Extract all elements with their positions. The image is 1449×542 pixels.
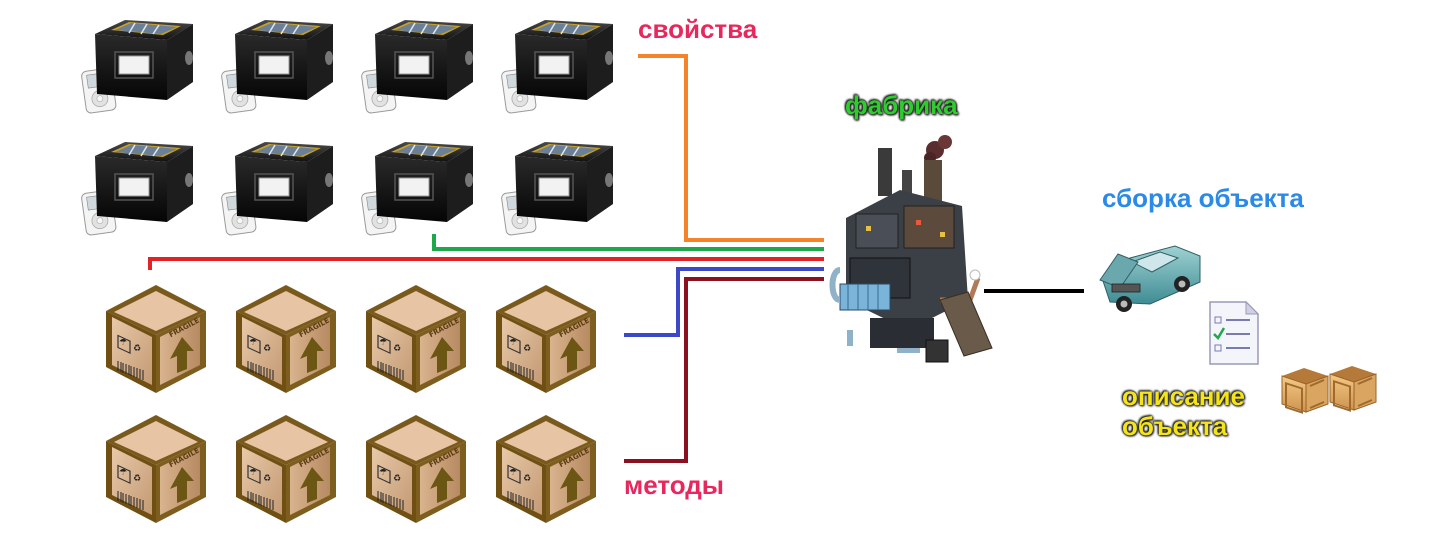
object-description-line-2: объекта — [1122, 411, 1228, 441]
checklist-document-icon — [1209, 300, 1260, 365]
red-connector-line — [148, 257, 824, 270]
factory-building-icon — [829, 135, 993, 363]
properties-label: свойства — [638, 14, 758, 44]
blue-connector-line — [624, 267, 824, 337]
methods-label: методы — [624, 470, 724, 500]
wooden-crate-icon — [1281, 365, 1377, 414]
file-storage-box-with-ipod-icon — [80, 19, 614, 237]
green-connector-line — [432, 234, 824, 251]
assembly-label: сборка объекта — [1102, 183, 1304, 213]
object-description-line-1: описание — [1122, 381, 1245, 411]
car-icon — [1099, 245, 1201, 312]
methods-connector-line — [624, 277, 824, 463]
object-description-label: описание объекта — [1122, 381, 1245, 441]
properties-connector-line — [638, 54, 824, 242]
fragile-cardboard-box-icon — [105, 284, 597, 524]
factory-label: фабрика — [845, 90, 958, 120]
